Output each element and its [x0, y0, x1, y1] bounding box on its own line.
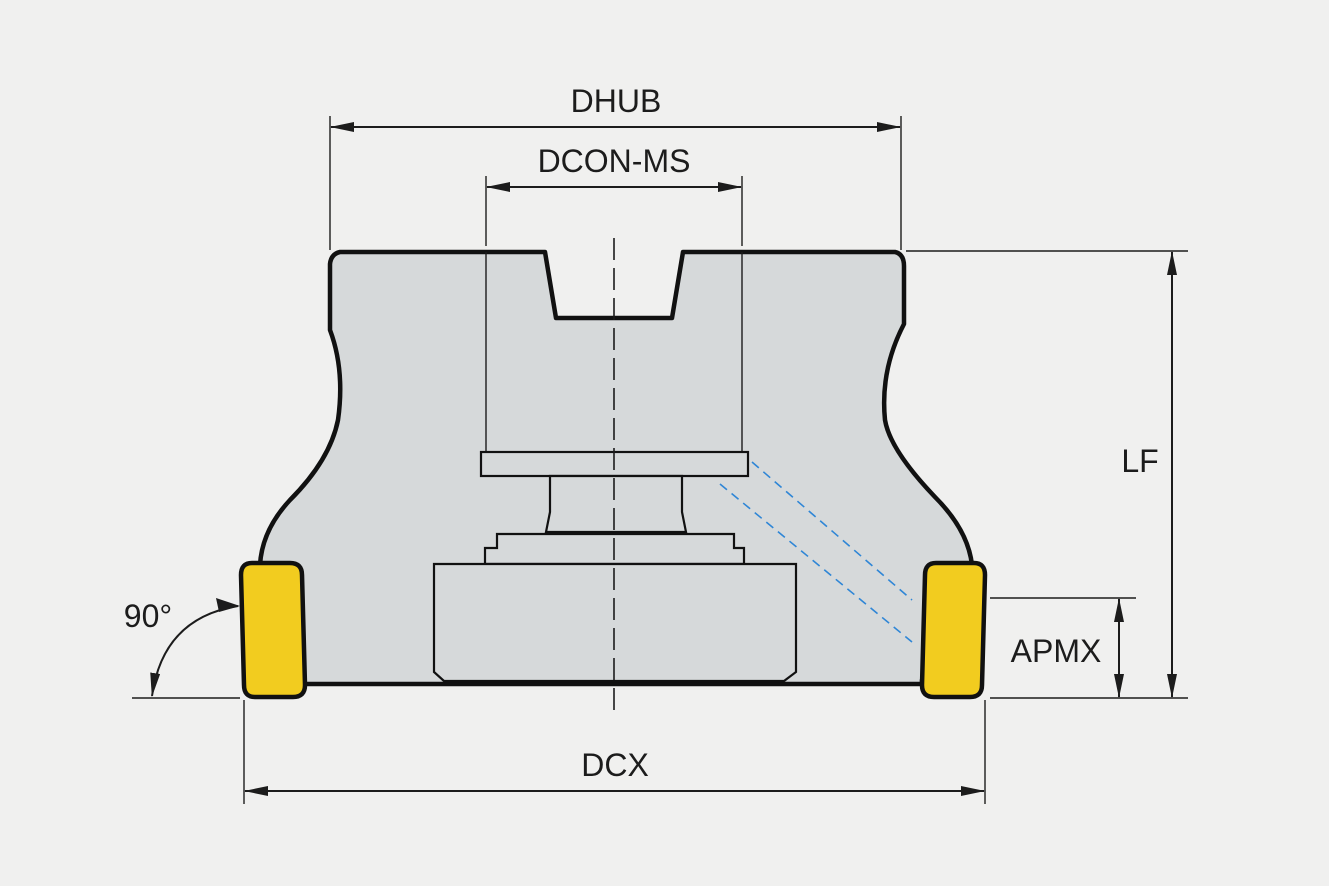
- arbor-bore: [485, 252, 743, 452]
- dhub-label: DHUB: [571, 83, 662, 119]
- apmx-dimension: APMX: [990, 597, 1188, 699]
- dcx-label: DCX: [581, 747, 649, 783]
- bore-neck: [544, 474, 688, 534]
- angle-indicator: 90°: [124, 598, 240, 699]
- bore-recess: [432, 562, 798, 683]
- lf-label: LF: [1121, 443, 1158, 479]
- dcon-ms-dimension: DCON-MS: [485, 143, 743, 246]
- left-insert: [238, 560, 308, 700]
- angle-label: 90°: [124, 598, 172, 634]
- lf-dimension: LF: [906, 250, 1188, 698]
- dcon-ms-label: DCON-MS: [538, 143, 691, 179]
- dcx-dimension: DCX: [243, 700, 986, 804]
- apmx-label: APMX: [1011, 633, 1102, 669]
- dhub-dimension: DHUB: [329, 83, 902, 250]
- coolant-channels: [719, 461, 913, 643]
- right-insert: [919, 560, 988, 700]
